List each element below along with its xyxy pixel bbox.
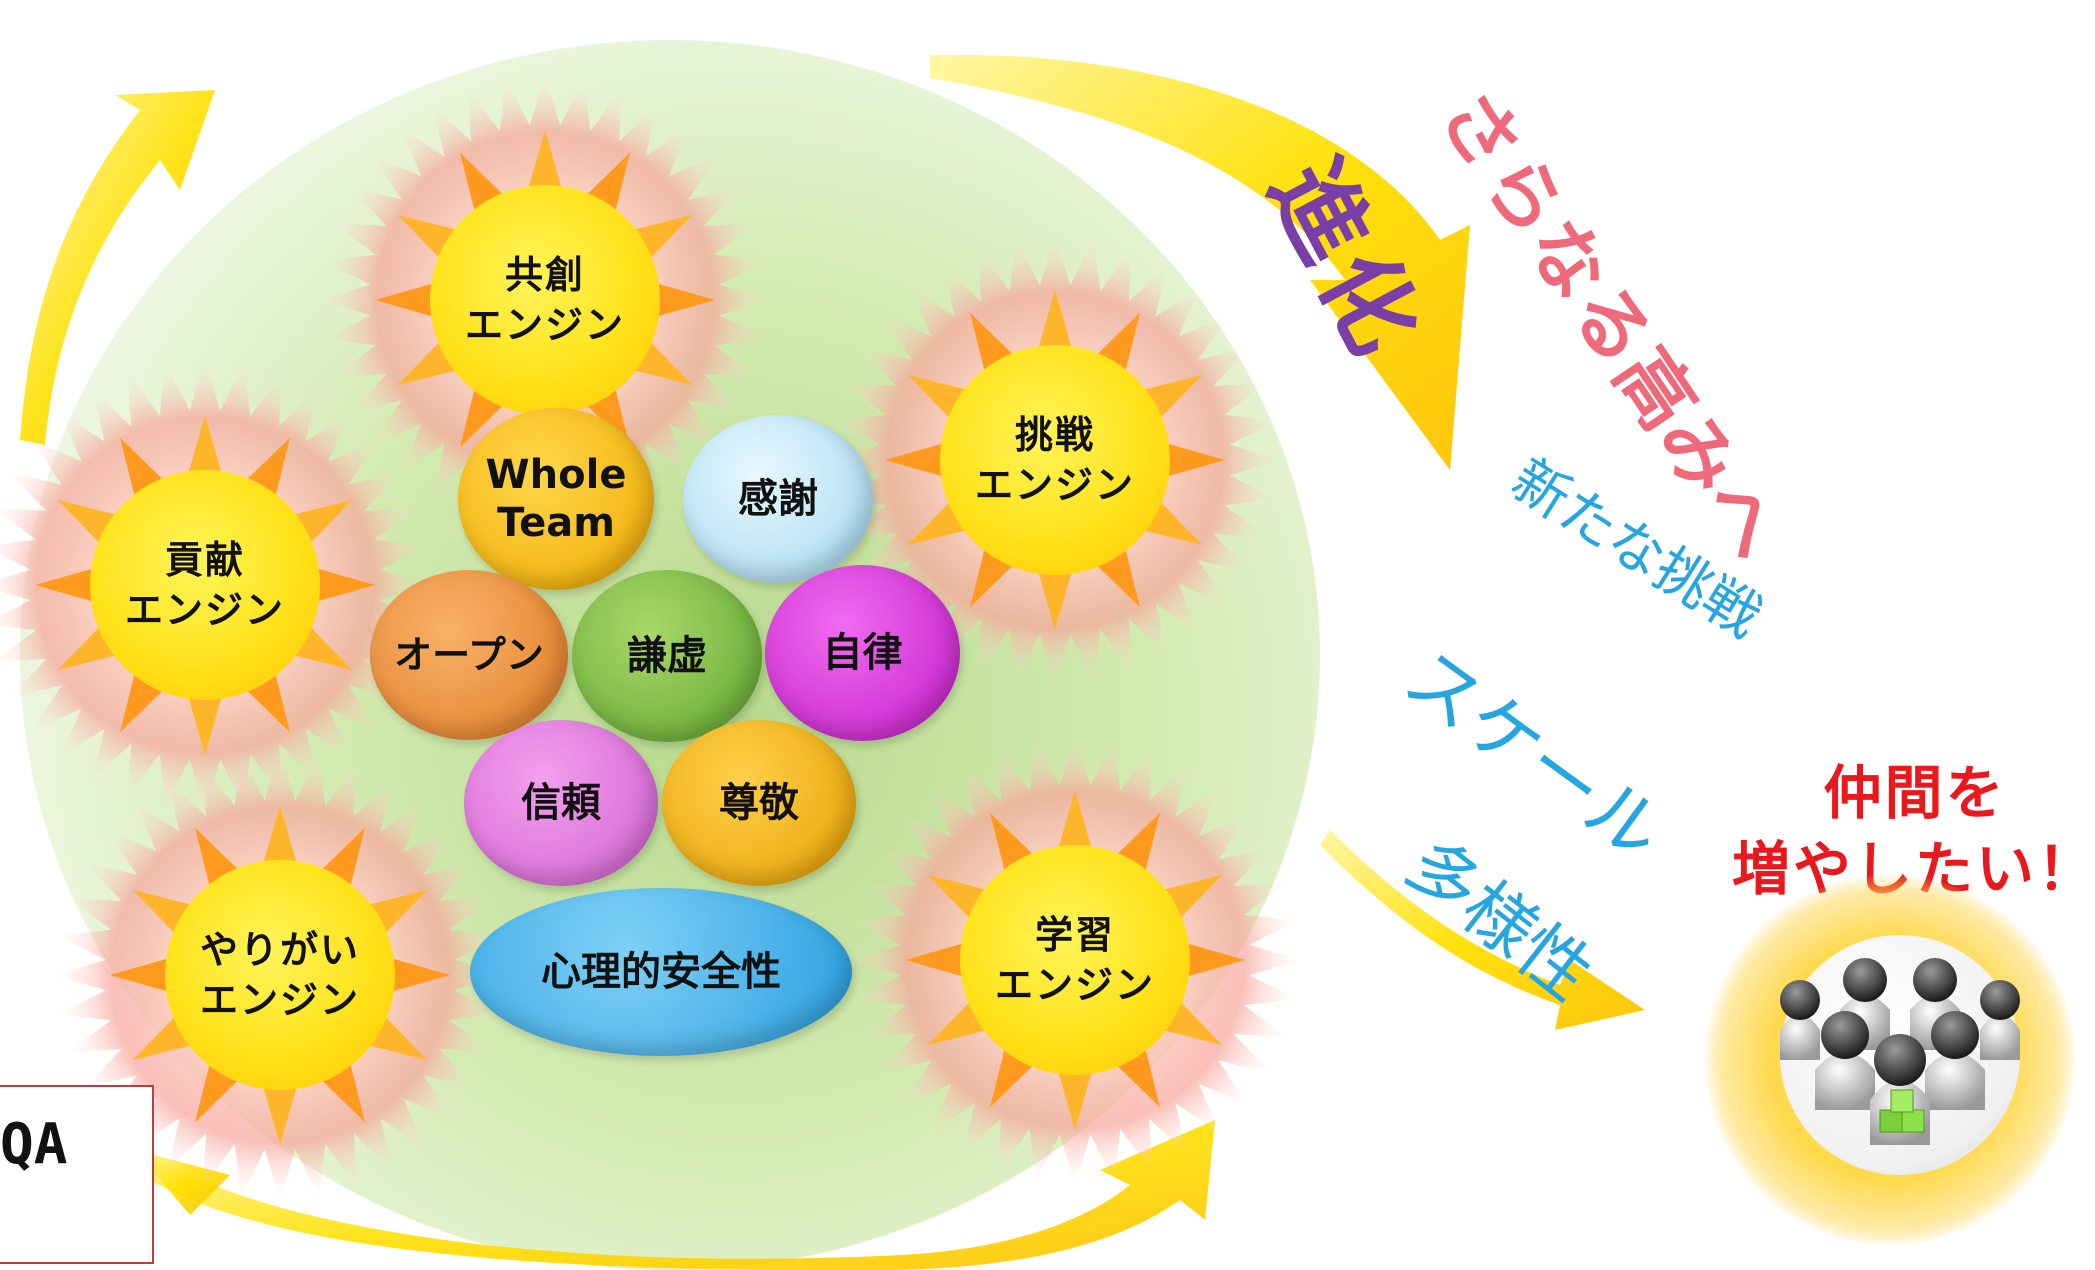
engine-label: 学習 エンジン [994,913,1155,1007]
engine-label: 共創 エンジン [464,253,625,347]
sun-ray [313,567,375,603]
evolution-arrow [930,54,1470,470]
value-whole-team: Whole Team [458,408,654,590]
sun-ray [885,442,947,478]
sun-ray [527,130,563,192]
qa-box [0,1085,154,1264]
sun-ray [1163,442,1225,478]
kouken-engine: 貢献 エンジン [0,355,435,815]
bottom-left-arrowhead [135,1150,230,1215]
sun-ray [1183,942,1245,978]
engine-label: 貢献 エンジン [124,538,285,632]
engine-label: やりがい エンジン [199,928,360,1022]
value-psych-safety: 心理的安全性 [470,888,852,1056]
sun-ray [1037,290,1073,352]
sun-ray [1057,1068,1093,1130]
gakushu-engine: 学習 エンジン [845,730,1305,1190]
left-up-arrow [20,90,215,445]
sun-ray [187,415,223,477]
cube-icon [1879,1089,1925,1133]
value-kenkyo: 謙虚 [572,570,762,742]
value-open: オープン [370,570,568,740]
yarigai-engine: やりがい エンジン [50,745,510,1205]
sun-ray [653,282,715,318]
engine-label: 挑戦 エンジン [974,413,1135,507]
sun-ray [262,1083,298,1145]
sun-ray [262,805,298,867]
sun-ray [187,693,223,755]
qa-label: QA [0,1112,68,1177]
sun-ray [905,942,967,978]
team-people-icon [1780,958,2020,1145]
sun-ray [35,567,97,603]
team-arrow [1320,830,1645,1030]
chosen-engine: 挑戦 エンジン [825,230,1285,690]
sun-ray [1037,568,1073,630]
sun-ray [375,282,437,318]
value-shinrai: 信頼 [464,720,658,886]
sun-ray [110,957,172,993]
sun-ray [388,957,450,993]
sun-ray [1057,790,1093,852]
value-kansha: 感謝 [683,415,873,583]
value-sonkei: 尊敬 [662,720,856,886]
value-jiritsu: 自律 [765,565,960,741]
